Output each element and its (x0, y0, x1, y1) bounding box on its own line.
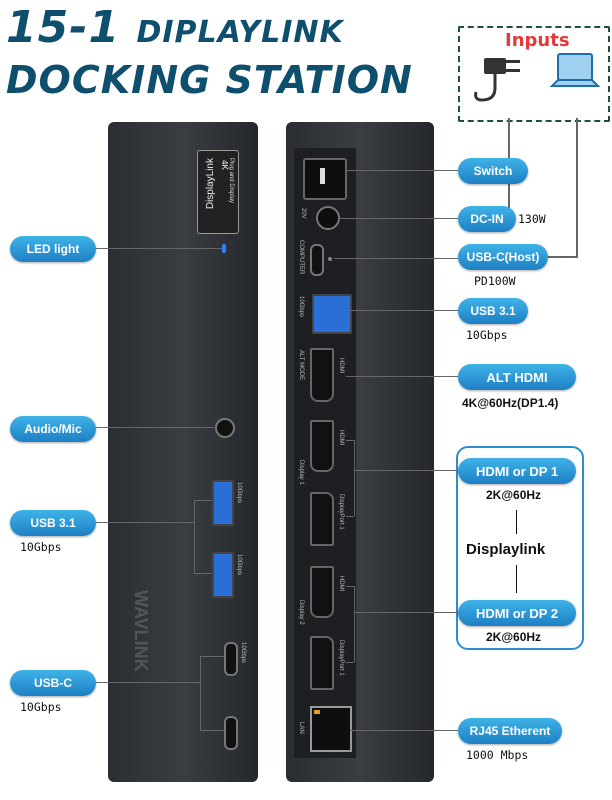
line-dp2-h (354, 612, 458, 613)
displayport-2-label: DisplayPort 1 (338, 640, 344, 676)
line-dc-in (338, 218, 458, 219)
sub-hdmi-dp1: 2K@60Hz (486, 488, 542, 502)
display-1-label: Display 1 (298, 460, 304, 485)
laptop-icon (549, 53, 601, 87)
sub-front-usbc: 10Gbps (20, 700, 62, 714)
label-front-usb31: USB 3.1 (10, 510, 96, 536)
line-rj45 (350, 730, 458, 731)
sub-back-usb31: 10Gbps (466, 328, 508, 342)
front-usba-2[interactable] (212, 552, 234, 598)
usb-speed-label: 10Gbps (298, 296, 304, 318)
front-usba-2-label: 10Gbps (236, 554, 242, 576)
displayport-1-label: DisplayPort 1 (338, 494, 344, 530)
line-front-usbc-t1 (200, 656, 224, 657)
line-front-usb-h (96, 522, 194, 523)
host-indicator (328, 257, 332, 261)
label-led-light: LED light (10, 236, 96, 262)
label-switch: Switch (458, 158, 528, 184)
line-dp2-t1 (346, 586, 354, 587)
front-usbc-1[interactable] (224, 642, 238, 676)
group-connector-bottom (516, 565, 517, 593)
input-line-host-h (548, 256, 578, 258)
host-usbc-port[interactable] (310, 244, 324, 276)
line-dp1-h (354, 470, 458, 471)
led-light (222, 244, 226, 253)
dp-2-port[interactable] (310, 636, 334, 690)
hdmi-1-label: HDMI (338, 430, 344, 446)
line-front-usbc-t2 (200, 730, 224, 731)
dp-1-port[interactable] (310, 492, 334, 546)
line-alt-hdmi (346, 376, 458, 377)
sub-alt-hdmi: 4K@60Hz(DP1.4) (462, 396, 559, 410)
line-audio (96, 427, 214, 428)
line-dp1-v (354, 440, 355, 516)
computer-label: COMPUTER (298, 240, 304, 275)
line-front-usbc-h (96, 682, 200, 683)
label-hdmi-dp1: HDMI or DP 1 (458, 458, 576, 484)
input-line-host-v (576, 118, 578, 256)
front-usba-1-label: 10Gbps (236, 482, 242, 504)
front-usbc-1-label: 10Gbps (240, 642, 246, 664)
title-number: 15-1 (6, 2, 121, 53)
line-front-usb-t1 (194, 500, 212, 501)
line-front-usb-v (194, 500, 195, 574)
line-dp2-v (354, 586, 355, 662)
displaylink-group-box (456, 446, 584, 650)
label-alt-hdmi: ALT HDMI (458, 364, 576, 390)
alt-hdmi-label: HDMI (338, 358, 344, 374)
line-dp1-t2 (346, 516, 354, 517)
title-brand: DIPLAYLINK (136, 15, 344, 50)
line-led (96, 248, 222, 249)
title-line2: DOCKING STATION (6, 58, 413, 102)
rj45-port[interactable] (310, 706, 352, 752)
label-front-usbc: USB-C (10, 670, 96, 696)
label-displaylink: Displaylink (466, 541, 546, 558)
label-hdmi-dp2: HDMI or DP 2 (458, 600, 576, 626)
inputs-box (458, 26, 610, 122)
badge-tag: Plug and Display (228, 158, 234, 204)
label-back-usb31: USB 3.1 (458, 298, 528, 324)
dc-in-port[interactable] (316, 206, 340, 230)
line-dp2-t2 (346, 662, 354, 663)
hdmi-2-port[interactable] (310, 566, 334, 618)
title-line1: 15-1 DIPLAYLINK (6, 2, 344, 53)
sub-hdmi-dp2: 2K@60Hz (486, 630, 542, 644)
power-plug-icon (474, 58, 520, 102)
line-front-usb-t2 (194, 573, 212, 574)
label-audio-mic: Audio/Mic (10, 416, 96, 442)
sub-rj45: 1000 Mbps (466, 748, 529, 762)
hdmi-1-port[interactable] (310, 420, 334, 472)
line-switch (346, 170, 458, 171)
label-rj45: RJ45 Etherent (458, 718, 562, 744)
display-2-label: Display 2 (298, 600, 304, 625)
line-dp1-t1 (346, 440, 354, 441)
line-back-usb31 (350, 310, 458, 311)
dc-label: 20V (300, 208, 306, 219)
line-usbc-host (334, 258, 458, 259)
sub-dc-in: 130W (518, 212, 546, 226)
label-dc-in: DC-IN (458, 206, 516, 232)
rj45-led (314, 710, 320, 714)
line-front-usbc-v (200, 656, 201, 730)
badge-res: 4K (220, 160, 229, 170)
front-usba-1[interactable] (212, 480, 234, 526)
front-usbc-2[interactable] (224, 716, 238, 750)
side-brand: WAVLINK (131, 590, 151, 672)
label-usbc-host: USB-C(Host) (458, 244, 548, 270)
hdmi-2-label: HDMI (338, 576, 344, 592)
back-usba-stack[interactable] (312, 294, 352, 334)
sub-usbc-host: PD100W (474, 274, 516, 288)
power-switch[interactable] (303, 158, 347, 200)
switch-mark (320, 168, 325, 184)
group-connector-top (516, 510, 517, 534)
inputs-label: Inputs (505, 30, 570, 51)
sub-front-usb31: 10Gbps (20, 540, 62, 554)
displaylink-badge (197, 150, 239, 234)
badge-brand: DisplayLink (205, 158, 216, 210)
alt-hdmi-port[interactable] (310, 348, 334, 402)
lan-label: LAN (298, 722, 304, 734)
alt-mode-label: ALT MODE (298, 350, 304, 381)
audio-jack[interactable] (215, 418, 235, 438)
